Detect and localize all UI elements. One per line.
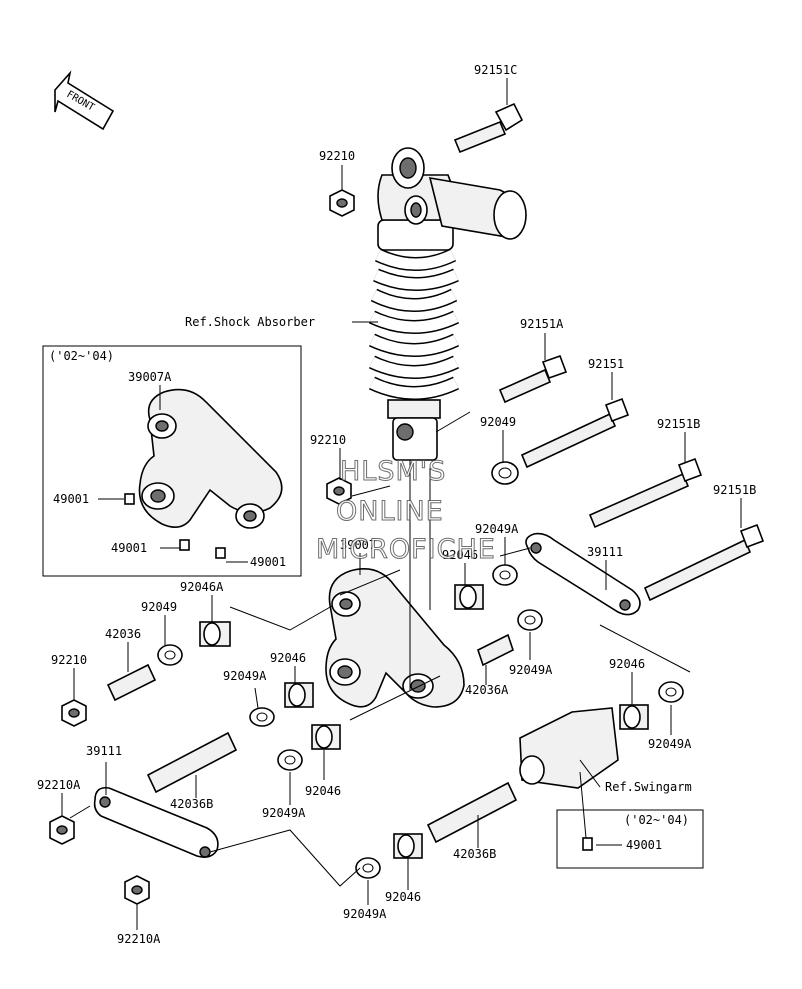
collar-92049a-mid-icon bbox=[249, 707, 275, 727]
label-42036a: 42036A bbox=[465, 683, 509, 697]
label-92210-mid: 92210 bbox=[310, 433, 346, 447]
nut-92210a-bottom-icon bbox=[124, 875, 150, 905]
bearing-92046-top-icon bbox=[454, 584, 484, 610]
label-49001-left: 49001 bbox=[53, 492, 89, 506]
inset-year-upper-left: ('02~'04) bbox=[49, 349, 114, 363]
label-92046a: 92046A bbox=[180, 580, 224, 594]
label-92046-right: 92046 bbox=[609, 657, 645, 671]
collar-92049-mid-icon bbox=[491, 461, 519, 485]
grease-nipple-49001-box-icon bbox=[582, 837, 593, 851]
label-92049a-far-right: 92049A bbox=[648, 737, 692, 751]
collar-92049a-bottom-icon bbox=[355, 857, 381, 879]
label-39111-right: 39111 bbox=[587, 545, 623, 559]
bolt-92151-icon bbox=[520, 397, 630, 469]
label-42036b-right: 42036B bbox=[453, 847, 496, 861]
label-39007: 39007 bbox=[340, 538, 376, 552]
sleeve-42036a-icon bbox=[477, 633, 514, 667]
label-92049a-top: 92049A bbox=[475, 522, 519, 536]
label-92210-top: 92210 bbox=[319, 149, 355, 163]
leader-lines bbox=[61, 78, 742, 930]
collar-92049-left-icon bbox=[157, 644, 183, 666]
ref-shock-absorber-label: Ref.Shock Absorber bbox=[185, 315, 315, 329]
rocker-arm-39007a-icon bbox=[124, 388, 283, 559]
watermark-line-2: ONLINE bbox=[336, 496, 444, 527]
bearing-92046-bottom-icon bbox=[393, 833, 423, 859]
swingarm-fragment-icon bbox=[519, 707, 619, 789]
label-92151: 92151 bbox=[588, 357, 624, 371]
bolt-92151b-right-icon bbox=[643, 523, 765, 602]
label-92049a-right: 92049A bbox=[509, 663, 553, 677]
watermark-line-1: HLSM'S bbox=[340, 456, 446, 487]
collar-92049a-lower-icon bbox=[277, 749, 303, 771]
label-92046-bottom: 92046 bbox=[385, 890, 421, 904]
label-42036b-left: 42036B bbox=[170, 797, 213, 811]
label-92151a: 92151A bbox=[520, 317, 564, 331]
rocker-arm-39007-icon bbox=[325, 568, 465, 708]
label-92151b-top: 92151B bbox=[657, 417, 700, 431]
label-92046-mid: 92046 bbox=[270, 651, 306, 665]
label-49001-box: 49001 bbox=[626, 838, 662, 852]
nut-92210a-left-icon bbox=[49, 815, 75, 845]
collar-92049a-right-icon bbox=[517, 609, 543, 631]
label-92046-top: 92046 bbox=[442, 548, 478, 562]
label-42036: 42036 bbox=[105, 627, 141, 641]
label-92210-left: 92210 bbox=[51, 653, 87, 667]
sleeve-42036-icon bbox=[106, 663, 157, 702]
front-arrow-icon: FRONT bbox=[54, 70, 115, 131]
nut-92210-mid-icon bbox=[326, 477, 352, 505]
label-92049a-lower: 92049A bbox=[262, 806, 306, 820]
bolt-92151b-top-icon bbox=[588, 457, 703, 529]
collar-92049a-top-icon bbox=[492, 564, 518, 586]
collar-92049a-far-right-icon bbox=[658, 681, 684, 703]
sleeve-42036b-right-icon bbox=[426, 781, 518, 844]
inset-box-upper-left bbox=[42, 345, 302, 577]
label-92210a-bottom: 92210A bbox=[117, 932, 161, 946]
nut-92210-left-icon bbox=[61, 699, 87, 727]
label-92151b-right: 92151B bbox=[713, 483, 756, 497]
bearing-92046-mid-icon bbox=[284, 682, 314, 708]
label-39007a: 39007A bbox=[128, 370, 172, 384]
watermark-line-3: MICROFICHE bbox=[316, 534, 496, 565]
nut-92210-top-icon bbox=[329, 189, 355, 217]
label-49001-bottom: 49001 bbox=[111, 541, 147, 555]
label-49001-right: 49001 bbox=[250, 555, 286, 569]
label-39111-left: 39111 bbox=[86, 744, 122, 758]
bolt-92151c-icon bbox=[453, 102, 524, 154]
ref-swingarm-label: Ref.Swingarm bbox=[605, 780, 692, 794]
inset-year-lower-right: ('02~'04) bbox=[624, 813, 689, 827]
label-92046-lower: 92046 bbox=[305, 784, 341, 798]
tie-rod-39111-right-icon bbox=[525, 532, 641, 616]
shock-absorber-icon bbox=[368, 147, 527, 461]
label-92151c: 92151C bbox=[474, 63, 517, 77]
label-92049-left: 92049 bbox=[141, 600, 177, 614]
label-92210a-left: 92210A bbox=[37, 778, 81, 792]
label-92049-mid: 92049 bbox=[480, 415, 516, 429]
label-92049a-bottom: 92049A bbox=[343, 907, 387, 921]
bearing-92046a-icon bbox=[199, 621, 231, 647]
sleeve-42036b-left-icon bbox=[146, 731, 238, 794]
bearing-92046-lower-icon bbox=[311, 724, 341, 750]
inset-box-lower-right bbox=[556, 809, 704, 869]
bolt-92151a-icon bbox=[498, 354, 568, 404]
label-92049a-mid: 92049A bbox=[223, 669, 267, 683]
bearing-92046-right-icon bbox=[619, 704, 649, 730]
watermark: HLSM'S ONLINE MICROFICHE bbox=[316, 456, 496, 566]
